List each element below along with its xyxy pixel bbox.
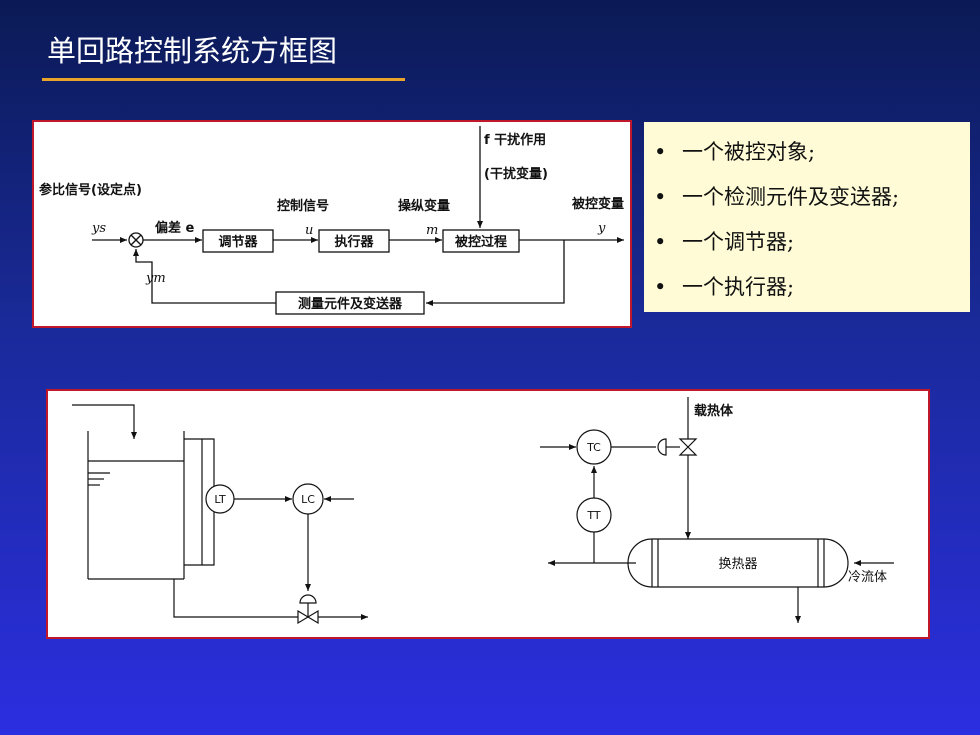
manipulated-label: 操纵变量 xyxy=(398,198,450,214)
page-title: 单回路控制系统方框图 xyxy=(47,34,338,68)
exchanger-label: 换热器 xyxy=(718,557,757,572)
process-block xyxy=(442,229,520,253)
components-list: •一个被控对象; •一个检测元件及变送器; •一个调节器; •一个执行器; xyxy=(644,122,970,310)
block-diagram: f 干扰作用 (干扰变量) 参比信号(设定点) 控制信号 操纵变量 被控变量 偏… xyxy=(39,126,624,315)
temperature-control-valve xyxy=(678,438,698,456)
deviation-label: 偏差 e xyxy=(155,220,195,236)
actuator-block xyxy=(318,229,390,253)
pid-diagram-frame: LT LC TC TT xyxy=(46,389,930,639)
outlet-pipe xyxy=(173,579,368,620)
valve-actuator-icon xyxy=(657,438,667,456)
ys-label: ys xyxy=(91,221,106,236)
lc-label: LC xyxy=(301,493,315,506)
feedback-arrow-out xyxy=(133,249,276,304)
heating-medium-label: 载热体 xyxy=(694,403,734,419)
m-label: m xyxy=(426,223,438,238)
sensor-label: 测量元件及变送器 xyxy=(298,296,403,312)
process-label: 被控过程 xyxy=(454,234,507,250)
list-item: •一个调节器; xyxy=(654,220,970,265)
inflow-pipe xyxy=(72,404,137,439)
level-control-loop xyxy=(72,404,368,625)
bullet-icon: • xyxy=(654,185,667,209)
y-label: y xyxy=(597,221,606,236)
ym-label: ym xyxy=(145,271,166,286)
list-item: •一个检测元件及变送器; xyxy=(654,175,970,220)
bullet-icon: • xyxy=(654,140,667,164)
disturbance-sub-label: (干扰变量) xyxy=(484,166,548,182)
components-list-box: •一个被控对象; •一个检测元件及变送器; •一个调节器; •一个执行器; xyxy=(644,122,970,312)
lt-label: LT xyxy=(214,493,226,506)
controller-label: 调节器 xyxy=(218,234,258,250)
tc-label: TC xyxy=(586,441,601,454)
bullet-icon: • xyxy=(654,275,667,299)
list-item: •一个执行器; xyxy=(654,265,970,310)
tt-label: TT xyxy=(586,509,601,522)
pid-diagrams: LT LC TC TT xyxy=(72,397,894,625)
feedback-arrow-in xyxy=(426,240,565,306)
bullet-icon: • xyxy=(654,230,667,254)
disturbance-label: f 干扰作用 xyxy=(484,132,546,148)
list-item: •一个被控对象; xyxy=(654,130,970,175)
cold-fluid-label: 冷流体 xyxy=(848,570,887,585)
controlled-label: 被控变量 xyxy=(571,196,624,212)
temperature-control-loop xyxy=(540,397,894,623)
control-signal-label: 控制信号 xyxy=(277,198,329,214)
controller-block xyxy=(202,229,274,253)
title-underline xyxy=(42,78,405,81)
u-label: u xyxy=(305,223,313,238)
actuator-label: 执行器 xyxy=(334,234,374,250)
setpoint-label: 参比信号(设定点) xyxy=(39,182,142,198)
block-diagram-frame: f 干扰作用 (干扰变量) 参比信号(设定点) 控制信号 操纵变量 被控变量 偏… xyxy=(32,120,632,328)
